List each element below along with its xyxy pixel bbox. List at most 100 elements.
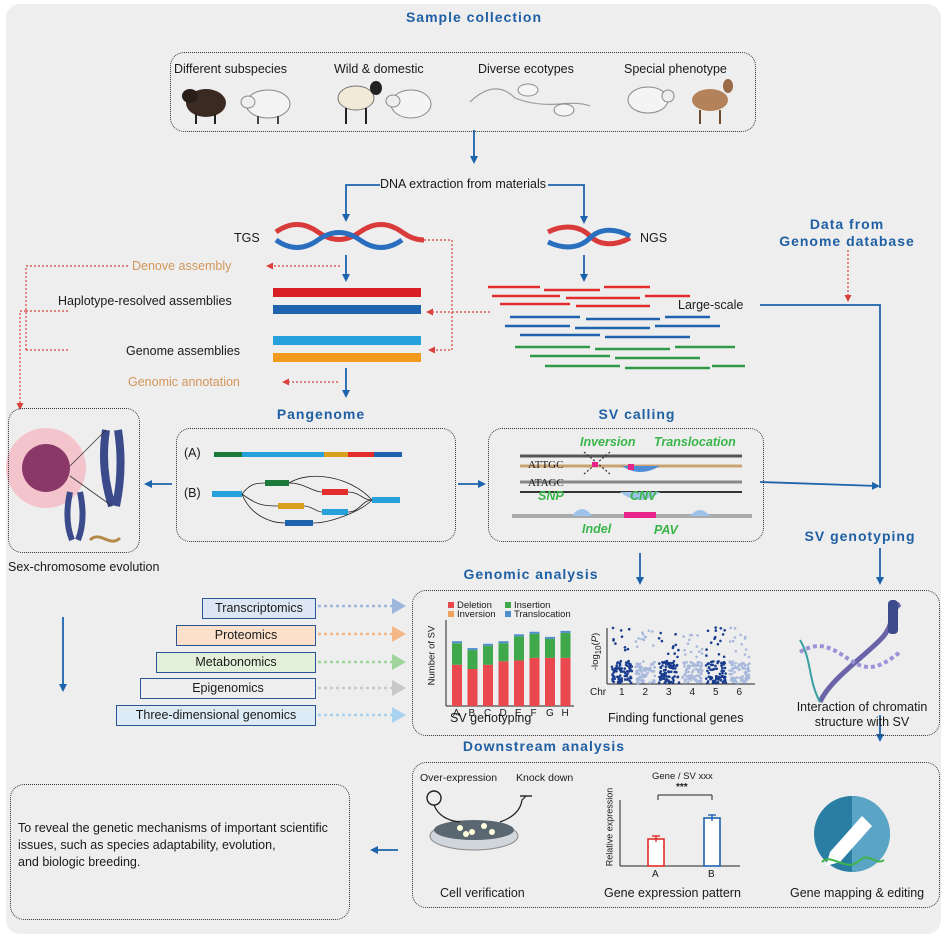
manhattan-point — [647, 629, 651, 633]
section-downstream: Downstream analysis — [462, 738, 626, 754]
manhattan-point — [671, 681, 675, 684]
petri-dish — [426, 790, 532, 851]
manhattan-point — [669, 661, 672, 665]
manhattan-point — [705, 677, 708, 680]
manhattan-point — [646, 671, 649, 675]
bar-translocation-E — [514, 634, 524, 637]
stacked-x-label-G: G — [546, 708, 554, 719]
manhattan-point — [666, 652, 670, 656]
ngs-label: NGS — [640, 231, 668, 245]
manhattan-point — [670, 666, 674, 670]
manhattan-point — [744, 667, 747, 671]
omics-transcriptomics: Transcriptomics — [202, 598, 316, 619]
manhattan-point — [658, 662, 661, 665]
manhattan-point — [714, 664, 717, 668]
expression-title: Gene / SV xxx — [652, 771, 713, 782]
manhattan-point — [620, 670, 624, 673]
bar-insertion-F — [529, 633, 540, 658]
manhattan-point — [697, 681, 700, 684]
sample-label-subspecies: Different subspecies — [174, 62, 288, 76]
sv-seq1-label: ATTGC — [528, 459, 564, 471]
manhattan-x-label-2: 2 — [642, 687, 649, 698]
dotted-arrows — [16, 239, 852, 410]
manhattan-point — [699, 676, 703, 680]
manhattan-point — [612, 639, 615, 642]
gene-mapping-badge — [814, 796, 890, 872]
manhattan-x-label-6: 6 — [736, 687, 743, 698]
manhattan-point — [746, 663, 750, 667]
manhattan-point — [706, 629, 710, 633]
sample-label-ecotypes: Diverse ecotypes — [478, 62, 574, 76]
manhattan-point — [686, 680, 690, 684]
pangenome-label-a: (A) — [184, 446, 201, 460]
manhattan-point — [627, 627, 631, 631]
manhattan-point — [723, 666, 727, 670]
bar-deletion-B — [467, 669, 478, 706]
manhattan-point — [714, 629, 718, 632]
large-scale-label: Large-scale — [678, 298, 744, 312]
manhattan-point — [611, 674, 615, 677]
manhattan-point — [664, 675, 668, 678]
manhattan-point — [661, 664, 664, 667]
manhattan-point — [612, 669, 616, 672]
annotation-label: Genomic annotation — [128, 375, 240, 389]
manhattan-point — [620, 635, 624, 638]
knock-down-label: Knock down — [516, 772, 574, 784]
manhattan-point — [696, 634, 699, 637]
manhattan-point — [685, 660, 688, 664]
manhattan-point — [615, 664, 618, 667]
manhattan-point — [714, 678, 718, 681]
manhattan-point — [642, 673, 646, 677]
chromosome-illustration — [6, 428, 125, 543]
manhattan-xlabel: Chr — [590, 687, 607, 698]
manhattan-point — [684, 653, 687, 656]
manhattan-point — [669, 680, 673, 684]
legend-inversion: Inversion — [448, 609, 496, 620]
manhattan-point — [676, 675, 680, 679]
sv-seq2-label: ATAGC — [528, 477, 564, 489]
bar-insertion-D — [498, 643, 509, 662]
manhattan-point — [629, 667, 632, 671]
manhattan-point — [688, 676, 691, 680]
manhattan-point — [690, 633, 694, 637]
manhattan-point — [685, 675, 689, 678]
manhattan-point — [657, 637, 661, 640]
manhattan-point — [628, 679, 631, 683]
manhattan-point — [731, 666, 734, 670]
manhattan-point — [640, 665, 643, 669]
manhattan-point — [637, 664, 640, 667]
manhattan-point — [657, 681, 661, 684]
manhattan-point — [612, 676, 615, 680]
manhattan-point — [625, 672, 629, 676]
manhattan-point — [692, 669, 695, 672]
stacked-x-label-C: C — [484, 708, 492, 719]
manhattan-point — [729, 661, 733, 665]
manhattan-point — [743, 664, 747, 668]
manhattan-point — [683, 678, 687, 682]
manhattan-point — [670, 664, 673, 668]
bar-insertion-E — [514, 636, 524, 661]
manhattan-point — [706, 680, 710, 683]
section-data-from: Data from Genome database — [779, 216, 915, 249]
manhattan-point — [731, 660, 735, 663]
stacked-x-label-A: A — [453, 708, 460, 719]
manhattan-point — [747, 655, 751, 659]
section-sv-genotyping: SV genotyping — [804, 528, 916, 544]
expression-x-label-A: A — [652, 869, 659, 880]
manhattan-point — [695, 645, 699, 648]
manhattan-point — [625, 661, 629, 664]
stacked-x-label-B: B — [468, 708, 476, 719]
manhattan-point — [650, 669, 654, 673]
sample-label-phenotype: Special phenotype — [624, 62, 727, 76]
expression-ylabel: Relative expression — [604, 787, 615, 867]
manhattan-point — [649, 666, 652, 670]
omics-metabonomics: Metabonomics — [156, 652, 316, 673]
bar-translocation-D — [498, 641, 509, 644]
manhattan-point — [637, 669, 640, 672]
manhattan-point — [740, 662, 744, 665]
manhattan-point — [661, 672, 665, 676]
sv-calling-graphic — [512, 451, 752, 518]
manhattan-point — [719, 639, 722, 643]
manhattan-point — [672, 663, 676, 667]
manhattan-point — [615, 666, 618, 669]
